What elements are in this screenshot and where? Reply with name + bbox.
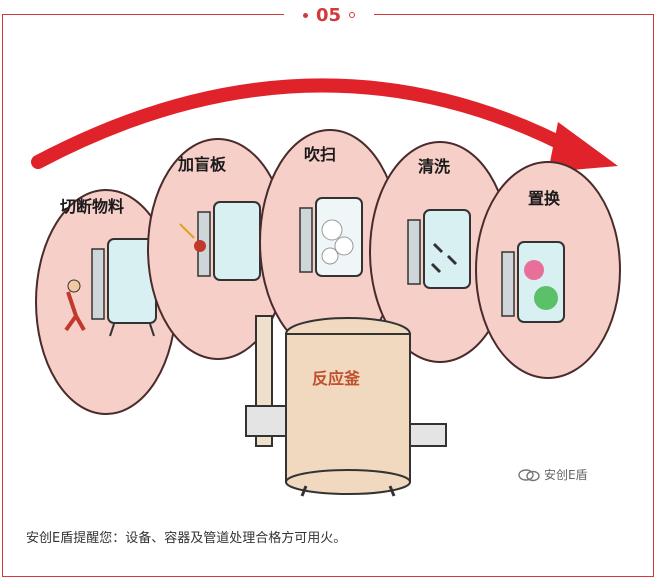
process-arrow [31,78,585,169]
step-badge: 05 [284,3,374,27]
stage-bubble-3 [259,129,401,355]
stage-label-4: 清洗 [418,157,450,176]
stage-label-2: 加盲板 [177,155,227,174]
watermark-text: 安创E盾 [544,468,588,482]
dot-icon [302,12,308,18]
stage-label-5: 置换 [528,189,561,208]
step-number: 05 [315,4,342,26]
arrow-head-icon [548,122,618,172]
wechat-icon [518,468,540,481]
section-header: 05 [0,0,658,30]
stage-bubble-4 [369,141,511,363]
reactor-vessel [245,315,447,497]
reactor-label: 反应釜 [312,369,361,388]
safety-illustration: 切断物料 加盲板 吹扫 清洗 置换 反应釜 [31,78,621,497]
watermark: 安创E盾 [518,466,588,483]
ring-icon [349,12,356,18]
stage-label-1: 切断物料 [60,197,124,216]
caption-text: 安创E盾提醒您：设备、容器及管道处理合格方可用火。 [26,531,347,546]
stage-bubble-5 [475,161,621,379]
stage-bubble-1 [35,189,177,415]
stage-label-3: 吹扫 [304,145,336,164]
